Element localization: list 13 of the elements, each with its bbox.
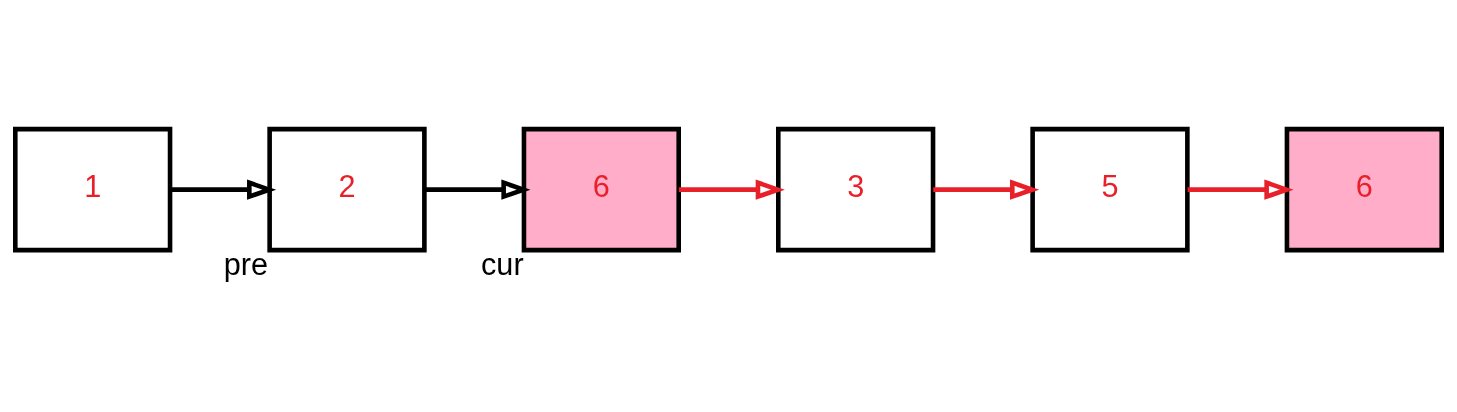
arrow [170, 178, 277, 200]
node-label: cur [481, 246, 524, 281]
node-box: 2 [267, 126, 427, 252]
node-box: 6 [1284, 126, 1444, 252]
arrow [678, 178, 785, 200]
node-box: 3 [776, 126, 936, 252]
node-box: 5 [1030, 126, 1190, 252]
arrow [424, 178, 531, 200]
arrow [933, 178, 1040, 200]
node-label: pre [223, 246, 268, 281]
arrow [1187, 178, 1294, 200]
node-box: 6 [521, 126, 681, 252]
node-box: 1 [13, 126, 173, 252]
